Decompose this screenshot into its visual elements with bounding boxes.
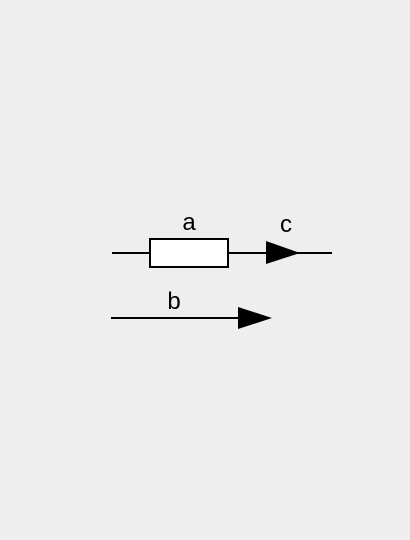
resistor-label: a [182, 209, 196, 236]
current-arrow-b-icon [238, 307, 272, 329]
resistor-box [149, 238, 229, 268]
top-branch: a c [112, 209, 332, 268]
bottom-branch: b [111, 288, 272, 329]
current-arrow-c-icon [266, 241, 300, 264]
arrow-top-label: c [280, 211, 292, 238]
arrow-bottom-label: b [167, 288, 180, 315]
